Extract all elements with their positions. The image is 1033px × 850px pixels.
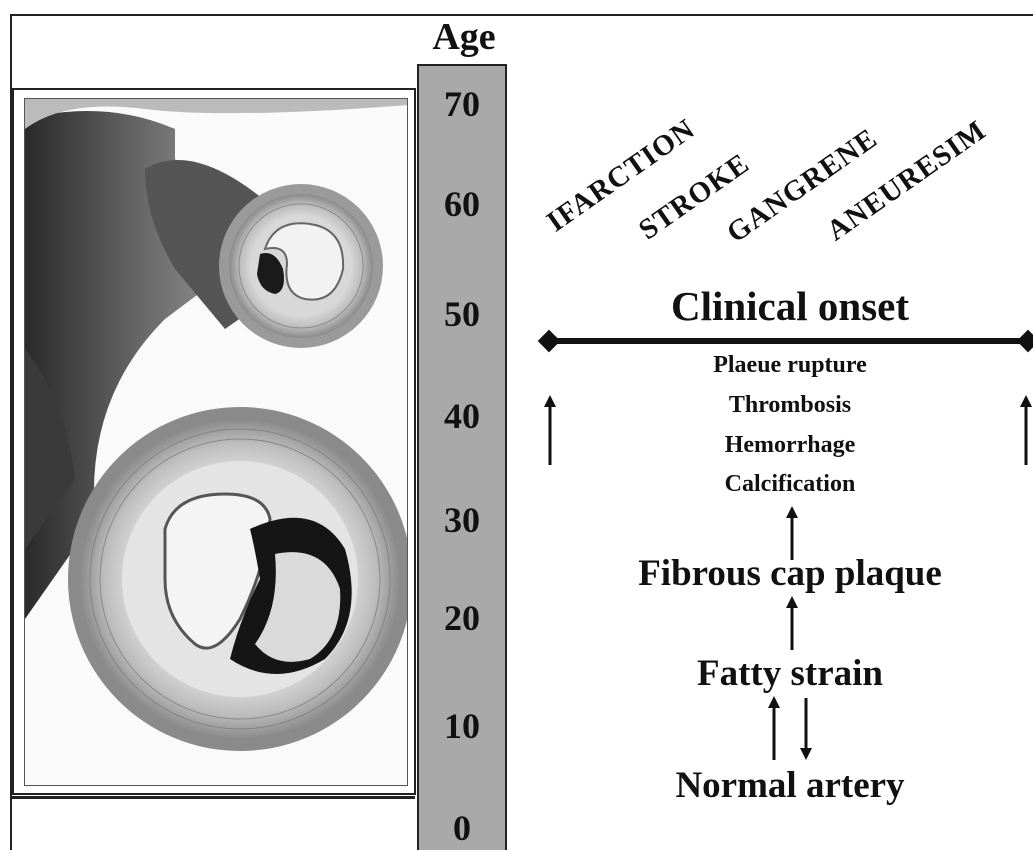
age-tick: 40 [419, 396, 505, 436]
frame-bottom-line [10, 796, 415, 799]
onset-left-marker [538, 330, 561, 353]
age-tick: 0 [419, 808, 505, 848]
artery-illustration [24, 98, 408, 786]
left-up-arrow [541, 395, 559, 467]
complication-thrombosis: Thrombosis [640, 392, 940, 419]
artery-drawing [25, 99, 408, 786]
right-up-arrow [1017, 395, 1033, 467]
arrow-normal-to-fatty [765, 696, 783, 762]
arrow-fatty-to-normal [797, 696, 815, 762]
age-scale-bar: 70 60 50 40 30 20 10 0 [417, 64, 507, 850]
complication-calcification: Calcification [640, 471, 940, 498]
age-axis-title: Age [420, 14, 508, 60]
stage-fibrous-cap-plaque: Fibrous cap plaque [590, 552, 990, 595]
complication-hemorrhage: Hemorrhage [640, 432, 940, 459]
onset-right-marker [1017, 330, 1033, 353]
age-tick: 60 [419, 184, 505, 224]
clinical-onset-line [550, 338, 1028, 344]
complication-plaque-rupture: Plaeue rupture [640, 352, 940, 379]
clinical-onset-label: Clinical onset [560, 282, 1020, 330]
frame-top-line [10, 14, 1033, 16]
age-tick: 50 [419, 294, 505, 334]
stage-normal-artery: Normal artery [630, 764, 950, 807]
age-tick: 10 [419, 706, 505, 746]
age-tick: 70 [419, 84, 505, 124]
arrow-fatty-to-fibrous [783, 596, 801, 652]
age-tick: 20 [419, 598, 505, 638]
stage-fatty-strain: Fatty strain [640, 652, 940, 695]
artery-illustration-frame [12, 88, 416, 795]
age-tick: 30 [419, 500, 505, 540]
